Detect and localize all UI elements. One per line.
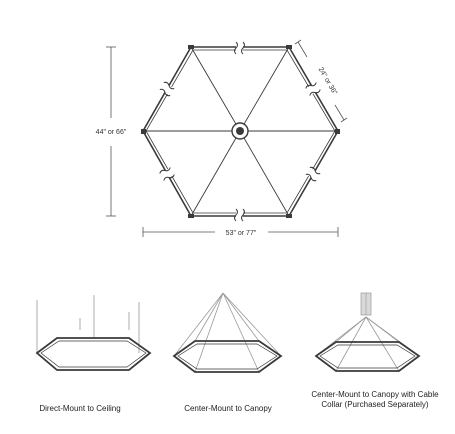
center-mount-illustration (172, 292, 283, 373)
width-label: 53" or 77" (226, 230, 257, 237)
caption-direct-mount: Direct-Mount to Ceiling (39, 404, 121, 413)
height-label: 44" or 66" (96, 129, 127, 136)
cable-collar-cables (315, 316, 420, 372)
center-mount-cables (173, 292, 282, 373)
direct-mount-illustration (35, 295, 152, 371)
cable-collar-rod (360, 292, 372, 316)
break-marks (159, 41, 321, 222)
direct-mount-frame (35, 337, 152, 371)
center-mount-frame (172, 340, 283, 373)
height-dimension (106, 46, 116, 217)
side-label: 24" or 36" (317, 66, 339, 96)
corner-connectors (141, 45, 340, 218)
width-dimension (142, 227, 339, 237)
cable-collar-illustration (314, 292, 421, 372)
side-dimension (294, 39, 348, 123)
hexagon-top-view (141, 45, 340, 218)
direct-mount-cables (36, 295, 140, 353)
cable-collar-frame (314, 341, 421, 372)
caption-center-mount: Center-Mount to Canopy (184, 404, 272, 413)
caption-cable-collar: Center-Mount to Canopy with Cable Collar… (311, 390, 439, 409)
hexagon-spokes (143, 46, 338, 217)
